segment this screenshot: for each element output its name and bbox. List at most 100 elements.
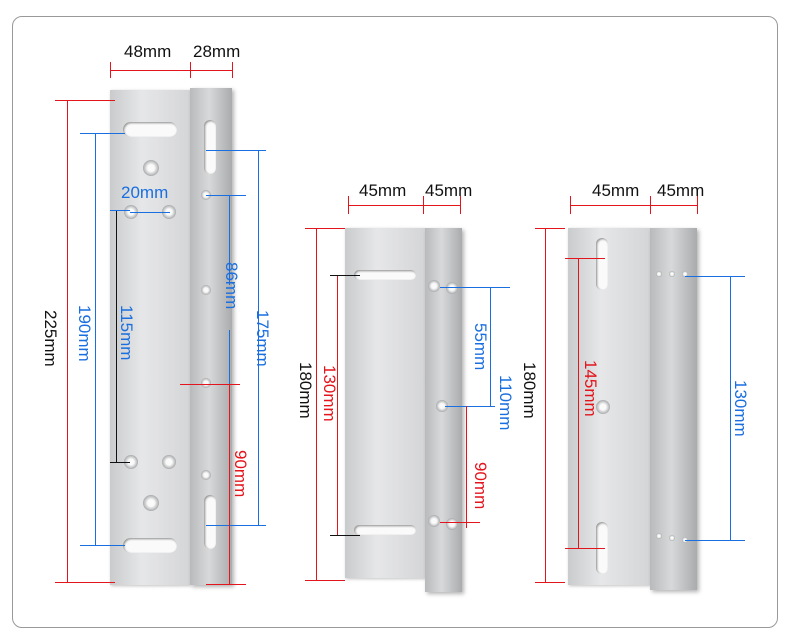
dimension-line-horizontal — [110, 210, 130, 211]
hole — [669, 271, 675, 277]
label-long-flange-slot-span: 175mm — [253, 310, 272, 367]
dimension-line-horizontal — [55, 100, 115, 101]
dimension-line-vertical — [316, 228, 317, 580]
dimension-line-horizontal — [535, 582, 565, 583]
slot — [596, 238, 608, 290]
dimension-line-horizontal — [206, 150, 266, 151]
slot — [123, 122, 177, 137]
dimension-line-horizontal — [440, 522, 480, 523]
dimension-line-vertical — [67, 100, 68, 582]
label-long-hole-spacing: 115mm — [117, 305, 136, 361]
label-long-flange-hole-a: 86mm — [222, 262, 241, 310]
dimension-line-vertical — [337, 275, 338, 535]
label-middle-hole-a: 55mm — [471, 323, 490, 371]
dimension-line-horizontal — [535, 228, 565, 229]
dimension-line-horizontal — [180, 384, 240, 385]
dimension-line-vertical — [229, 330, 230, 384]
hole — [446, 282, 458, 294]
label-long-flange-hole-b: 90mm — [231, 450, 250, 498]
dimension-line-vertical — [423, 196, 424, 214]
label-right-width-flange: 45mm — [657, 181, 705, 200]
dimension-line-vertical — [116, 210, 117, 462]
label-right-slot-spacing: 145mm — [581, 360, 600, 417]
frame-border — [12, 16, 778, 628]
hole — [428, 515, 440, 527]
dimension-line-horizontal — [110, 70, 232, 71]
hole — [201, 285, 211, 295]
hole — [428, 280, 440, 292]
hole — [201, 378, 211, 388]
dimension-line-vertical — [490, 287, 491, 407]
dimension-line-vertical — [232, 62, 233, 78]
dimension-line-horizontal — [570, 205, 697, 206]
label-middle-total-length: 180mm — [296, 362, 315, 419]
dimension-line-vertical — [190, 62, 191, 78]
dimension-line-horizontal — [80, 133, 125, 134]
label-long-slot-spacing: 190mm — [75, 305, 94, 362]
dimension-line-vertical — [650, 196, 651, 214]
dimension-line-vertical — [570, 196, 571, 214]
middle-bracket-plate — [345, 228, 425, 578]
slot — [204, 495, 216, 549]
hole — [124, 455, 138, 469]
label-right-total-length: 180mm — [520, 362, 539, 419]
slot — [204, 120, 216, 174]
dimension-line-horizontal — [130, 212, 170, 213]
dimension-line-horizontal — [685, 276, 745, 277]
hole — [656, 271, 662, 277]
label-long-total-length: 225mm — [41, 310, 60, 367]
slot — [354, 270, 416, 280]
dimension-line-vertical — [466, 406, 467, 528]
dimension-line-horizontal — [330, 535, 360, 536]
hole — [682, 271, 688, 277]
hole — [669, 535, 675, 541]
dimension-line-horizontal — [80, 545, 125, 546]
dimension-line-vertical — [110, 62, 111, 78]
dimension-line-horizontal — [206, 195, 246, 196]
dimension-line-horizontal — [685, 540, 745, 541]
dimension-line-horizontal — [565, 548, 605, 549]
dimension-line-horizontal — [565, 258, 605, 259]
label-right-width-plate: 45mm — [592, 181, 640, 200]
hole — [201, 470, 211, 480]
hole — [162, 455, 176, 469]
dimension-line-horizontal — [55, 582, 115, 583]
dimension-line-vertical — [95, 133, 96, 545]
dimension-line-vertical — [460, 196, 461, 214]
dimension-line-horizontal — [206, 584, 246, 585]
dimension-line-vertical — [578, 258, 579, 548]
dimension-line-horizontal — [440, 287, 510, 288]
label-middle-width-plate: 45mm — [359, 181, 407, 200]
label-middle-width-flange: 45mm — [425, 181, 473, 200]
label-middle-hole-span: 110mm — [496, 375, 515, 431]
dimension-line-horizontal — [110, 462, 130, 463]
dimension-line-horizontal — [305, 228, 345, 229]
hole — [143, 160, 159, 176]
slot — [123, 538, 177, 553]
dimension-line-vertical — [229, 384, 230, 584]
hole — [436, 400, 448, 412]
label-long-width-plate: 48mm — [124, 42, 172, 61]
label-right-hole-span: 130mm — [731, 380, 750, 437]
label-middle-hole-b: 90mm — [471, 462, 490, 510]
dimension-line-horizontal — [305, 580, 345, 581]
dimension-line-horizontal — [348, 205, 460, 206]
label-middle-slot-spacing: 130mm — [320, 365, 339, 422]
dimension-line-vertical — [545, 228, 546, 582]
dimension-line-vertical — [730, 276, 731, 540]
hole — [143, 495, 159, 511]
dimension-line-horizontal — [206, 525, 266, 526]
label-long-width-flange: 28mm — [193, 42, 241, 61]
dimension-line-horizontal — [330, 275, 360, 276]
slot — [354, 525, 416, 535]
dimension-line-vertical — [258, 150, 259, 525]
dimension-line-vertical — [348, 196, 349, 214]
hole — [596, 400, 610, 414]
label-long-hole-gap: 20mm — [121, 183, 169, 202]
hole — [656, 533, 662, 539]
hole — [446, 518, 458, 530]
right-bracket-flange — [650, 228, 697, 590]
dimension-line-horizontal — [445, 406, 495, 407]
dimension-line-vertical — [697, 196, 698, 214]
